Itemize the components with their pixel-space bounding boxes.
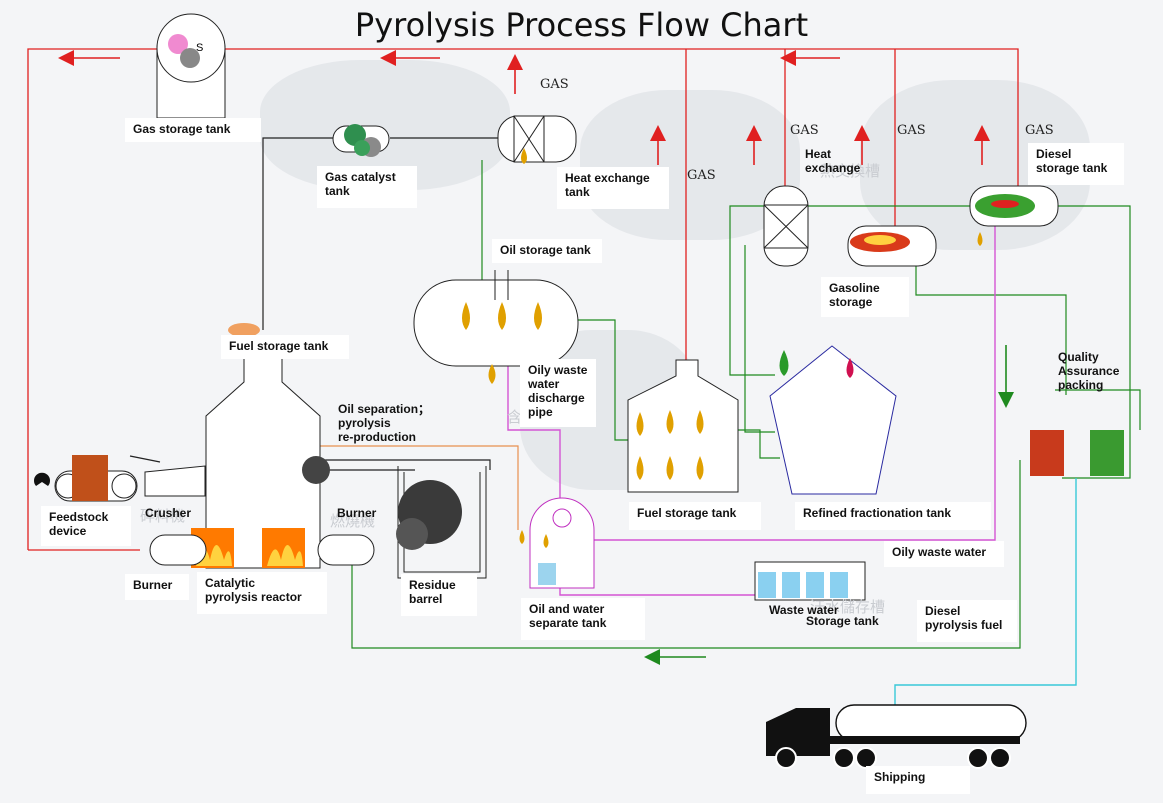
burner-left-label: Burner [125, 574, 189, 600]
process-lines [129, 137, 500, 471]
waste-water-label: Waste water [769, 603, 839, 617]
diesel-storage-label: Diesel storage tank [1028, 143, 1124, 185]
catalytic-reactor-label: Catalytic pyrolysis reactor [197, 572, 327, 614]
ghost-label: 燃燒機 [330, 512, 376, 530]
gas-label: GAS [687, 168, 716, 183]
oily-waste-water-label: Oily waste water [884, 541, 1004, 567]
feedstock-crusher [34, 455, 206, 502]
diesel-fuel-label: Diesel pyrolysis fuel [917, 600, 1017, 642]
waste-water-storage [754, 561, 866, 601]
fuel-storage-tank [627, 359, 739, 493]
quality-assurance-label: Quality Assurance packing [1058, 350, 1120, 392]
gas-label: GAS [897, 123, 926, 138]
fuel-storage-upper-label: Fuel storage tank [221, 335, 349, 359]
oil-water-separate-label: Oil and water separate tank [521, 598, 645, 640]
burner-units [149, 534, 375, 566]
burner-right-label: Burner [337, 506, 377, 520]
oil-flow-arrows [644, 345, 1014, 665]
gas-label: GAS [790, 123, 819, 138]
gas-storage-tank: S [156, 13, 226, 119]
oil-lines [351, 160, 1141, 649]
diesel-storage-tank [969, 185, 1059, 246]
oil-separation-label: Oil separation；pyrolysis re-production [338, 402, 431, 444]
storage-tank-label: Storage tank [806, 614, 879, 628]
residue-barrel [396, 466, 487, 579]
shipping-truck [766, 704, 1027, 769]
map-watermark [580, 90, 800, 240]
ghost-label: 碎料機 [140, 507, 186, 525]
chart-title: Pyrolysis Process Flow Chart [354, 6, 809, 44]
feedstock-label: Feedstock device [41, 506, 131, 546]
heat-exchange-label: Heat exchange [805, 147, 861, 175]
gas-flow-arrows [58, 50, 990, 165]
gas-storage-label: Gas storage tank [125, 118, 261, 142]
oil-storage-label: Oil storage tank [492, 239, 602, 263]
gas-label: GAS [1025, 123, 1054, 138]
ghost-label: 汙水儲存槽 [810, 598, 886, 616]
shipping-label: Shipping [866, 766, 970, 794]
oily-waste-pipe-label: Oily waste water discharge pipe [520, 359, 596, 427]
ghost-label: 熱交換槽 [820, 162, 881, 180]
oil-storage-tank [413, 270, 579, 384]
fuel-storage-lower-label: Fuel storage tank [629, 502, 761, 530]
gasoline-storage-label: Gasoline storage [821, 277, 909, 317]
heat-exchange-tank-label: Heat exchange tank [557, 167, 669, 209]
heat-exchange-column [763, 185, 809, 267]
shipping-line [894, 478, 1077, 705]
residue-barrel-label: Residue barrel [401, 574, 477, 616]
gas-catalyst-label: Gas catalyst tank [317, 166, 417, 208]
refined-fractionation-label: Refined fractionation tank [795, 502, 991, 530]
crusher-label: Crusher [145, 506, 192, 520]
gas-label: GAS [540, 77, 569, 92]
oil-water-separate-tank [519, 497, 595, 589]
oil-separation-line [320, 445, 519, 530]
gasoline-storage-tank [847, 225, 937, 267]
catalytic-pyrolysis-reactor [191, 323, 330, 569]
gas-lines [27, 48, 1019, 551]
gas-tank-badge: S [196, 42, 203, 54]
quality-packing-drums [1030, 430, 1124, 476]
gas-catalyst-tank [332, 124, 390, 157]
heat-exchange-tank [497, 115, 577, 164]
gas-main-loop [27, 48, 1019, 550]
refined-fractionation-tank [769, 345, 897, 495]
